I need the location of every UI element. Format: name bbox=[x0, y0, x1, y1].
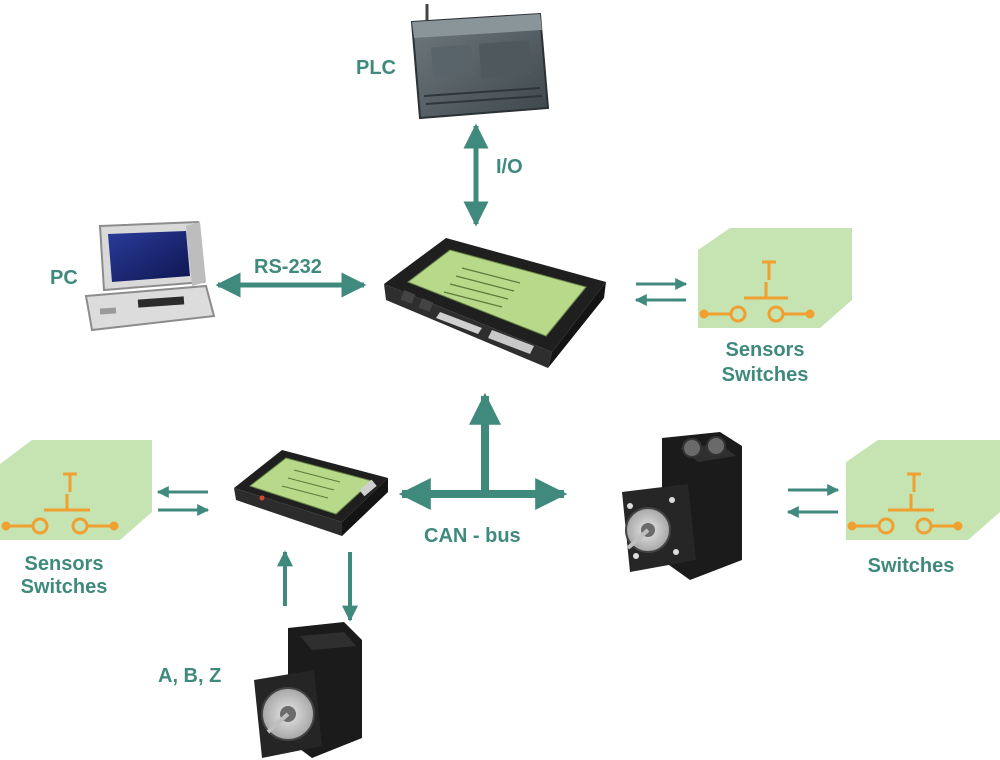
pc-label: PC bbox=[50, 267, 78, 289]
push-switch-icon bbox=[699, 260, 815, 323]
plc-device-icon bbox=[410, 4, 550, 120]
plc-label: PLC bbox=[356, 57, 396, 79]
left-panel-label-line1: Sensors bbox=[25, 553, 104, 575]
right-panel-label-line1: Sensors bbox=[726, 339, 805, 361]
switches-panel-far-right bbox=[846, 440, 1000, 540]
motor-controller-icon bbox=[384, 238, 606, 368]
desktop-computer-icon bbox=[84, 220, 216, 332]
right-panel-label-line2: Switches bbox=[722, 364, 809, 386]
can-bus-connector bbox=[398, 392, 568, 510]
compact-controller-icon bbox=[234, 450, 388, 536]
io-label: I/O bbox=[496, 156, 523, 178]
far-right-panel-label: Switches bbox=[868, 555, 955, 577]
abz-label: A, B, Z bbox=[158, 665, 221, 687]
sensors-switches-panel-left bbox=[0, 440, 152, 540]
integrated-stepper-motor-icon bbox=[622, 432, 742, 580]
can-bus-label: CAN - bus bbox=[424, 525, 521, 547]
stepper-motor-icon bbox=[254, 622, 362, 758]
left-panel-label-line2: Switches bbox=[21, 576, 108, 598]
rs232-label: RS-232 bbox=[254, 256, 322, 278]
sensors-switches-panel-right bbox=[698, 228, 852, 328]
push-switch-icon bbox=[847, 472, 963, 535]
push-switch-icon bbox=[1, 472, 119, 535]
